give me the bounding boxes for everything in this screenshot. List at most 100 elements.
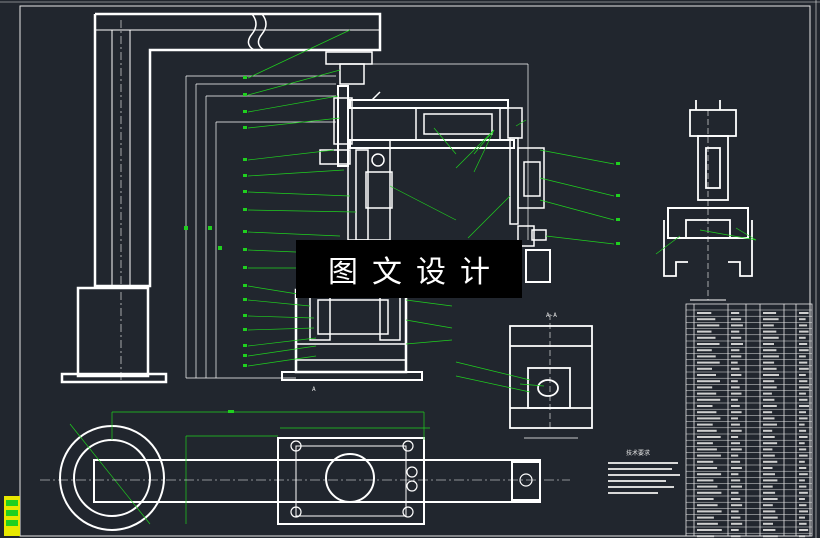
parts-list-cell-text <box>799 442 805 445</box>
parts-list-cell-text <box>763 498 778 500</box>
parts-list-cell-text <box>731 417 738 420</box>
parts-list-cell-text <box>799 374 806 376</box>
parts-list-cell-text <box>731 361 738 364</box>
parts-list-cell-text <box>697 498 714 500</box>
parts-list-cell-text <box>697 479 714 482</box>
parts-list-cell-text <box>731 312 740 314</box>
parts-list-cell-text <box>731 423 740 426</box>
parts-list-cell-text <box>763 504 773 507</box>
parts-list-cell-text <box>799 355 806 358</box>
section-label-aa: A-A <box>546 312 557 319</box>
parts-list-cell-text <box>731 473 739 476</box>
parts-list-table <box>685 303 813 537</box>
parts-list-cell-text <box>799 330 809 333</box>
gripper-leaders <box>655 227 757 255</box>
parts-list-cell-text <box>799 312 809 314</box>
parts-list-cell-text <box>731 479 741 482</box>
parts-list-cell-text <box>763 330 777 333</box>
parts-list-cell-text <box>799 417 808 420</box>
leader-lines <box>247 29 615 367</box>
parts-list-cell-text <box>799 318 806 321</box>
parts-list-cell-text <box>731 516 741 519</box>
parts-list-cell-text <box>697 516 714 519</box>
parts-list-cell-text <box>697 330 712 333</box>
parts-list-cell-text <box>731 367 740 370</box>
parts-list-cell-text <box>731 429 742 432</box>
parts-list-cell-text <box>731 336 742 339</box>
parts-list-cell-text <box>763 491 776 494</box>
parts-list-cell-text <box>799 522 807 525</box>
parts-list-cell-text <box>731 374 742 376</box>
parts-list-cell-text <box>763 367 777 370</box>
parts-list-cell-text <box>731 392 742 395</box>
parts-list-cell-text <box>731 504 743 507</box>
parts-list-cell-text <box>697 454 721 457</box>
parts-list-cell-text <box>763 448 773 451</box>
section-label-a: A <box>312 386 316 393</box>
parts-list-cell-text <box>763 343 774 345</box>
parts-list-cells <box>697 312 809 538</box>
parts-list-cell-text <box>763 312 777 314</box>
parts-list-cell-text <box>763 398 775 401</box>
parts-list-cell-text <box>763 423 777 426</box>
parts-list-cell-text <box>731 330 740 333</box>
parts-list-cell-text <box>763 349 777 352</box>
parts-list-cell-text <box>763 411 773 414</box>
title-banner: 图文设计 <box>296 240 522 298</box>
technical-notes <box>608 462 680 494</box>
parts-list-cell-text <box>697 386 713 389</box>
parts-list-cell-text <box>731 398 738 401</box>
parts-list-cell-text <box>799 516 805 519</box>
parts-list-cell-text <box>731 522 743 525</box>
parts-list-cell-text <box>799 405 809 407</box>
parts-list-cell-text <box>799 535 806 538</box>
parts-list-cell-text <box>799 454 808 457</box>
parts-list-cell-text <box>731 355 742 358</box>
parts-list-cell-text <box>697 374 716 376</box>
parts-list-cell-text <box>763 374 779 376</box>
gripper-side-view <box>663 100 753 301</box>
parts-list-cell-text <box>731 485 742 488</box>
plan-view <box>59 425 541 531</box>
parts-list-cell-text <box>763 473 775 476</box>
parts-list-cell-text <box>799 491 808 494</box>
parts-list-cell-text <box>697 491 722 494</box>
parts-list-cell-text <box>799 529 809 531</box>
parts-list-cell-text <box>697 417 721 420</box>
parts-list-cell-text <box>697 398 721 401</box>
plan-dimensions <box>69 411 430 525</box>
parts-list-cell-text <box>697 324 720 327</box>
parts-list-cell-text <box>697 367 712 370</box>
parts-list-cell-text <box>731 411 742 414</box>
parts-list-cell-text <box>731 491 739 494</box>
parts-list-cell-text <box>799 423 805 426</box>
parts-list-cell-text <box>697 504 718 507</box>
parts-list-cell-text <box>763 529 776 531</box>
parts-list-cell-text <box>799 467 807 469</box>
parts-list-cell-text <box>697 510 722 513</box>
parts-list-cell-text <box>763 405 777 407</box>
parts-list-cell-text <box>697 411 717 414</box>
wrist-gripper <box>509 137 551 283</box>
parts-list-cell-text <box>763 510 776 513</box>
parts-list-cell-text <box>763 355 779 358</box>
parts-list-cell-text <box>799 386 809 389</box>
parts-list-cell-text <box>731 498 741 500</box>
parts-list-cell-text <box>697 448 717 451</box>
parts-list-cell-text <box>731 442 740 445</box>
parts-list-cell-text <box>731 529 739 531</box>
parts-list-cell-text <box>697 460 714 463</box>
edge-stamp <box>4 496 20 536</box>
parts-list-cell-text <box>731 318 742 321</box>
front-dimensions <box>185 63 529 379</box>
parts-list-cell-text <box>731 454 739 457</box>
parts-list-cell-text <box>799 392 806 395</box>
parts-list-cell-text <box>763 361 775 364</box>
parts-list-cell-text <box>697 442 713 445</box>
parts-list-cell-text <box>697 361 720 364</box>
parts-list-cell-text <box>799 498 805 500</box>
parts-list-cell-text <box>697 343 720 345</box>
parts-list-cell-text <box>731 380 738 383</box>
parts-list-cell-text <box>763 386 777 389</box>
